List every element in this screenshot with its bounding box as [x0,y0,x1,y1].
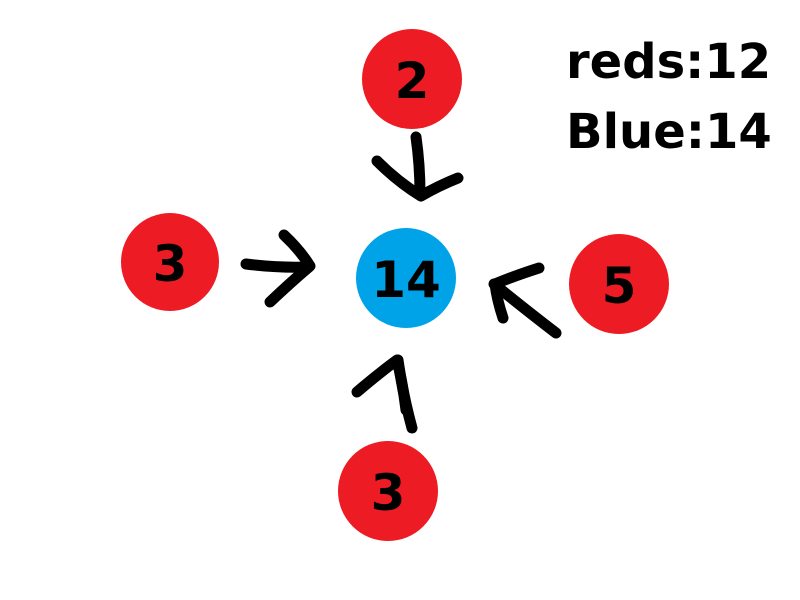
arrow-bottom-head [351,354,412,416]
node-left: 3 [121,213,219,311]
arrow-right-head [489,262,545,324]
arrow-left-head [264,229,316,308]
node-center-label: 14 [371,251,441,309]
arrow-top-shaft [410,131,426,200]
node-center-circle [356,228,456,328]
arrow-top-head [371,155,464,202]
legend-reds-total: reds:12 [566,34,771,90]
node-top-circle [362,29,462,129]
node-right-label: 5 [602,257,637,315]
arrow-top-to-center [371,131,464,202]
node-left-circle [121,213,219,311]
arrow-left-shaft [240,258,314,273]
node-left-label: 3 [153,235,188,293]
node-center: 14 [356,228,456,328]
arrow-right-to-center [488,262,562,339]
legend-blue-total: Blue:14 [566,104,772,160]
node-bottom-circle [338,441,438,541]
arrow-left-to-center [240,229,316,308]
node-top-label: 2 [395,52,430,110]
node-bottom: 3 [338,441,438,541]
node-right-circle [569,234,669,334]
node-right: 5 [569,234,669,334]
node-top: 2 [362,29,462,129]
arrow-bottom-to-center [351,354,418,434]
node-bottom-label: 3 [371,464,406,522]
